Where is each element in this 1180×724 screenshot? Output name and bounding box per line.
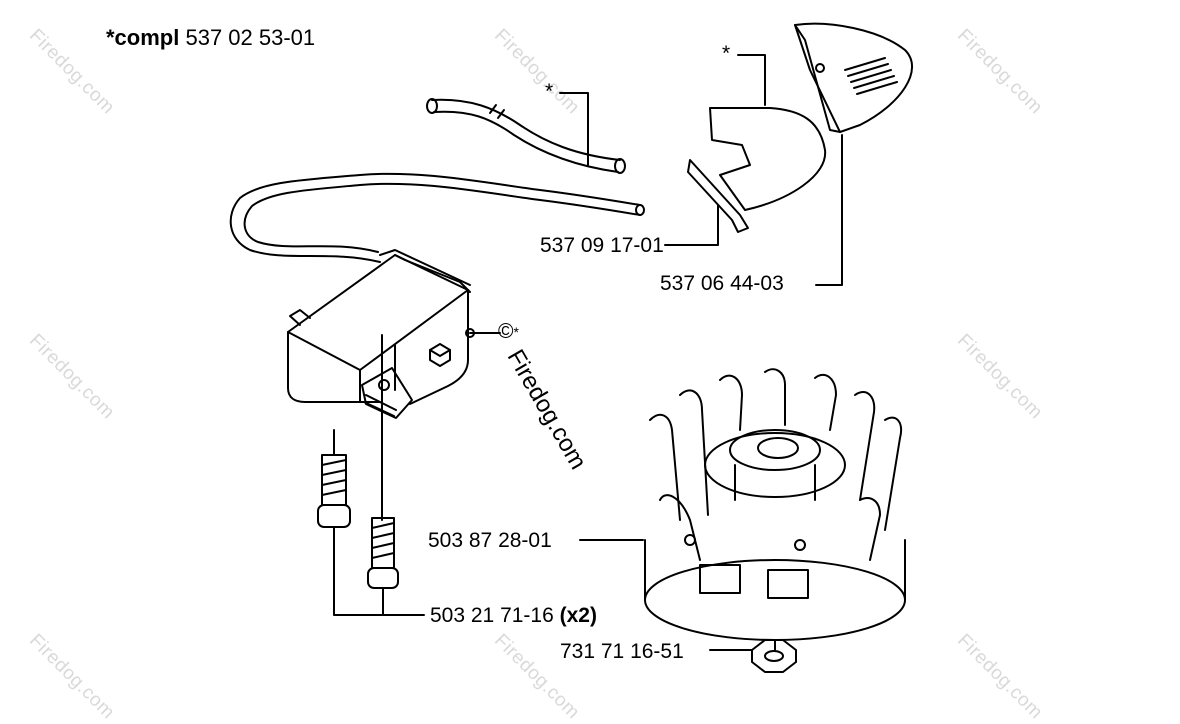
copyright-mark: ©* [498,320,519,344]
label-screws-number: 503 21 71-16 [430,604,554,627]
fuel-tank [287,249,471,521]
leader-hose [559,92,589,166]
assembly-header-bold: *compl [106,25,180,50]
fuel-hose-long [229,172,645,263]
copyright-star: * [513,324,519,340]
assembly-header-number: 537 02 53-01 [185,25,316,50]
star-hose: * [545,80,554,103]
screw-right [367,517,399,616]
label-cover-part: 537 06 44-03 [660,272,784,295]
flywheel-nut [709,639,797,673]
label-deflector-part: 537 09 17-01 [540,234,664,257]
label-nut: 731 71 16-51 [560,640,684,663]
label-screws-qty: (x2) [559,604,597,627]
label-flywheel: 503 87 28-01 [428,529,552,552]
assembly-header: *compl 537 02 53-01 [106,26,315,50]
screw-left [317,429,425,616]
fuel-hose-upper [426,98,626,174]
cover-part [794,22,913,286]
star-deflector: * [722,42,731,65]
label-screws: 503 21 71-16 (x2) [430,604,597,628]
leader-dot [465,328,475,338]
copyright-symbol: © [498,320,514,343]
flywheel [579,368,906,651]
deflector-part [664,54,827,246]
